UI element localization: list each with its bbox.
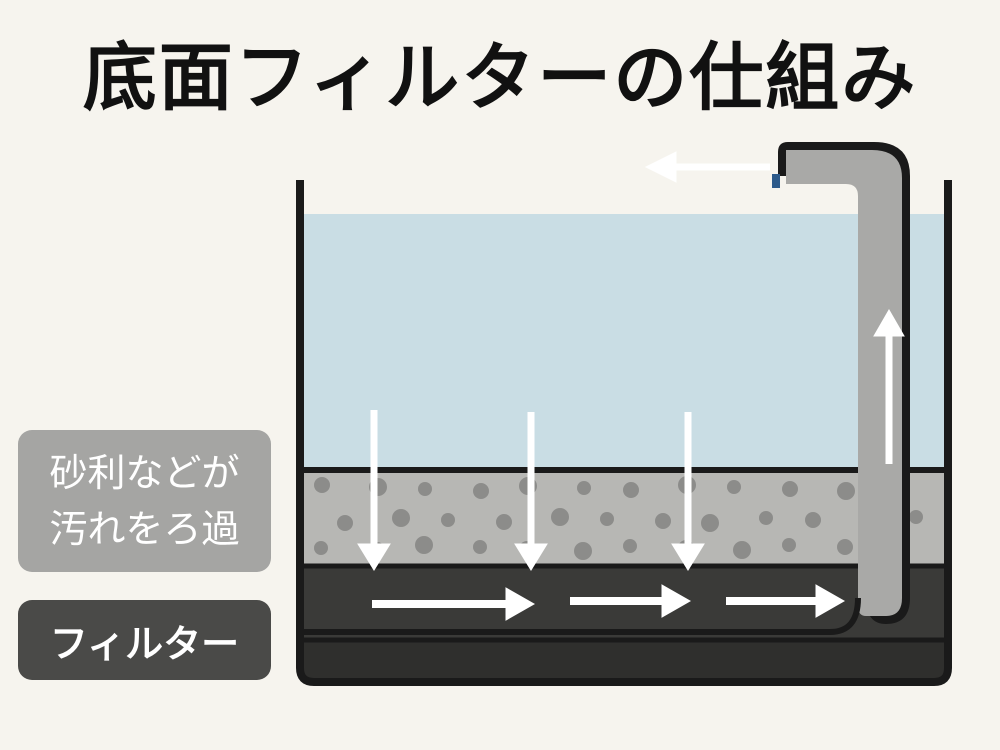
- flow-arrows-down: [357, 410, 705, 571]
- gravel-dot: [551, 508, 569, 526]
- flow-arrows-right: [372, 584, 846, 621]
- gravel-dot: [733, 541, 751, 559]
- gravel-dot: [805, 512, 821, 528]
- pipe-elbow: [304, 597, 861, 635]
- gravel-dot: [496, 514, 512, 530]
- gravel-dot: [473, 483, 489, 499]
- filter-label: フィルター: [18, 600, 271, 680]
- gravel-dot: [574, 542, 592, 560]
- gravel-dot: [314, 541, 328, 555]
- gravel-dot: [441, 513, 455, 527]
- gravel-dot: [701, 514, 719, 532]
- gravel-dot: [759, 511, 773, 525]
- page-title: 底面フィルターの仕組み: [82, 35, 918, 121]
- gravel-label-line-1: 砂利などが: [49, 451, 240, 495]
- gravel-dot: [415, 536, 433, 554]
- gravel-dot: [392, 509, 410, 527]
- gravel-dot: [727, 480, 741, 494]
- gravel-dot: [473, 540, 487, 554]
- gravel-dot: [782, 481, 798, 497]
- gravel-dot: [837, 539, 853, 555]
- gravel-dot: [418, 482, 432, 496]
- tank-base: [304, 640, 944, 678]
- tank-outline: [296, 180, 952, 686]
- gravel-label: 砂利などが 汚れをろ過: [18, 430, 271, 572]
- gravel-dot: [837, 482, 855, 500]
- gravel-dot: [655, 513, 671, 529]
- water: [304, 214, 944, 470]
- gravel-dot: [909, 510, 923, 524]
- gravel-label-line-2: 汚れをろ過: [49, 507, 240, 551]
- gravel-dot: [314, 477, 330, 493]
- gravel-dot: [623, 539, 637, 553]
- flow-arrow-out: [644, 151, 770, 183]
- flow-arrow-up: [873, 308, 905, 464]
- gravel-dot: [337, 515, 353, 531]
- gravel-dot: [577, 481, 591, 495]
- gravel-dot: [782, 538, 796, 552]
- lift-pipe: [786, 150, 902, 616]
- gravel-dot: [623, 482, 639, 498]
- gravel-dot: [600, 512, 614, 526]
- gravel-layer: [304, 470, 944, 566]
